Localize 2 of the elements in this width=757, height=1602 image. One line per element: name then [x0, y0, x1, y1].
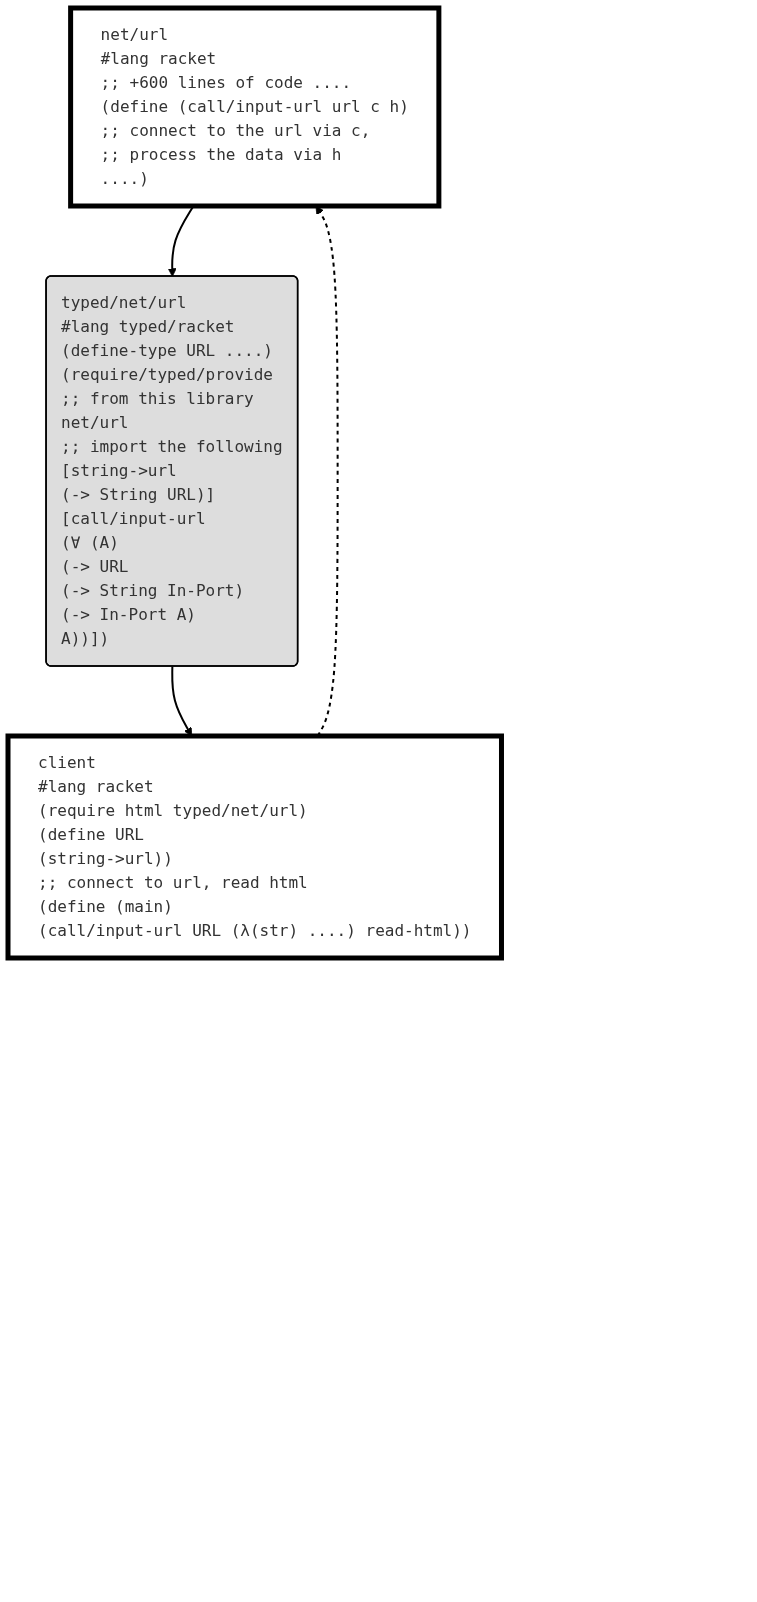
node-box: client #lang racket (require html typed/net/url) (define URL (string->url)) ;; connect to url, read html (define (main) (call/input-url URL (λ(str) ....) read-html)) [5, 733, 504, 961]
node-box: net/url #lang racket ;; +600 lines of code .... (define (call/input-url url c h) ;; connect to the url via c, ;; process the data via h ....) [68, 5, 442, 209]
